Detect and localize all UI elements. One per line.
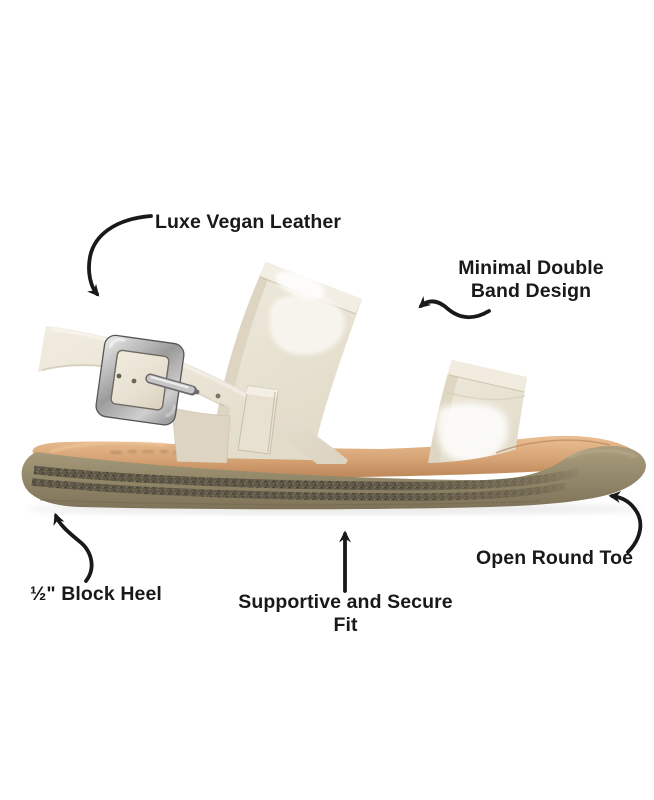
stacked-heel-texture <box>31 465 580 501</box>
toe-rim-highlight <box>567 448 637 460</box>
callout-round-toe: Open Round Toe <box>476 547 634 569</box>
strap-hole <box>215 393 221 399</box>
buckle <box>95 334 198 426</box>
callout-double-band-line2: Band Design <box>470 279 592 302</box>
callout-vegan-leather: Luxe Vegan Leather <box>155 211 342 233</box>
toe-pad-contour <box>495 439 611 454</box>
callout-double-band: Minimal Double Band Design <box>431 257 631 302</box>
toe-band-gloss <box>436 403 509 463</box>
strap-hole <box>116 373 122 379</box>
heel-cup-highlight <box>49 441 166 454</box>
outsole <box>21 446 646 510</box>
vegan-leather-arrow <box>87 214 153 297</box>
toe-band-top-edge <box>448 360 527 391</box>
keeper-loop <box>237 385 279 455</box>
toe-band <box>427 360 527 470</box>
callout-secure-fit: Supportive and Secure Fit <box>238 591 453 636</box>
callout-double-band-line1: Minimal Double <box>458 257 604 279</box>
callout-arrows <box>53 214 643 593</box>
block-heel-arrow <box>53 512 94 583</box>
buckle-glint <box>108 338 126 348</box>
callout-block-heel: ½" Block Heel <box>30 583 162 605</box>
heel-panel <box>171 407 231 473</box>
mid-band-gloss <box>269 294 345 356</box>
mid-band-edge <box>210 262 274 459</box>
strap-hole <box>131 378 137 384</box>
round-toe-arrow <box>608 491 643 554</box>
keeper-top-edge <box>246 386 278 398</box>
double-band-arrow <box>418 295 491 320</box>
